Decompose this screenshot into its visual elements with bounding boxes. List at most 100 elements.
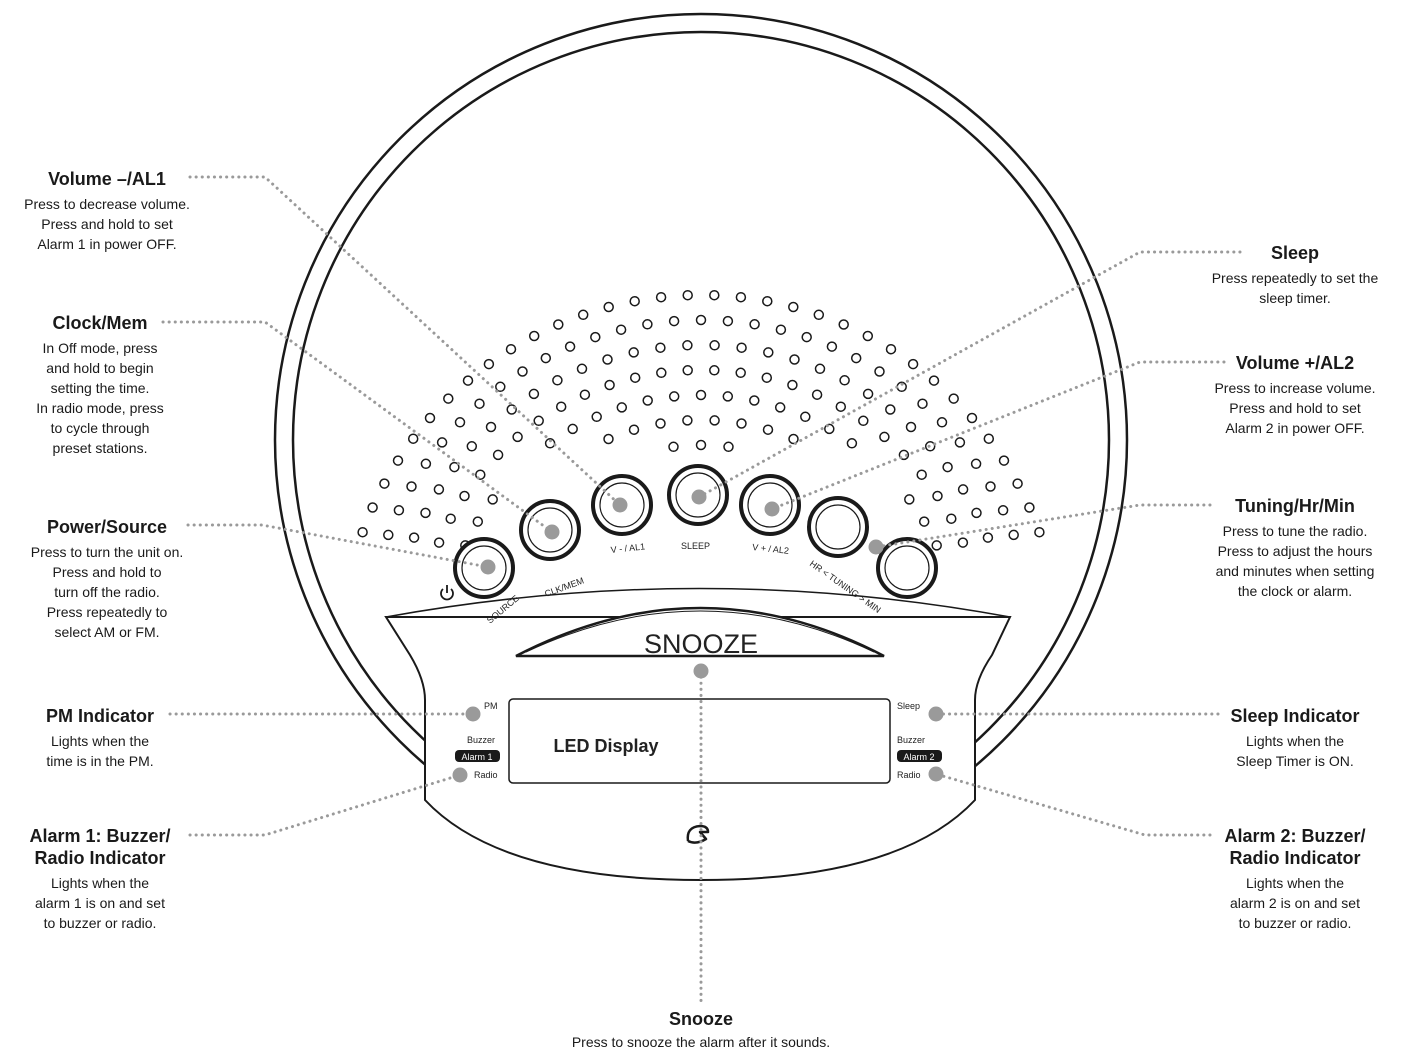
grille-hole xyxy=(826,341,838,352)
grille-hole xyxy=(642,395,653,406)
grille-hole xyxy=(517,366,528,377)
grille-hole xyxy=(723,441,734,453)
sleep-button[interactable] xyxy=(667,464,729,526)
brand-logo xyxy=(686,824,710,844)
callout-line: Press repeatedly to xyxy=(46,604,168,620)
radio-label-right: Radio xyxy=(897,770,921,780)
grille-hole xyxy=(367,502,378,513)
grille-hole xyxy=(544,438,556,449)
grille-hole xyxy=(433,484,445,495)
grille-hole xyxy=(971,507,982,519)
callout-line: preset stations. xyxy=(52,440,148,456)
leader-volume-plus xyxy=(770,360,1226,511)
callout-line: to buzzer or radio. xyxy=(1238,915,1352,931)
grille-hole xyxy=(459,490,470,502)
callout-line: Press to snooze the alarm after it sound… xyxy=(571,1034,831,1050)
radio-label-left: Radio xyxy=(474,770,498,780)
grille-hole xyxy=(907,358,919,370)
sleep-label: Sleep xyxy=(897,701,920,711)
leader-lines xyxy=(161,175,1242,1005)
grille-hole xyxy=(485,421,497,433)
grille-hole xyxy=(788,301,799,313)
grille-hole xyxy=(528,330,540,342)
grille-hole xyxy=(1008,529,1019,541)
grille-hole xyxy=(443,393,454,404)
snooze-bar[interactable] xyxy=(515,606,885,658)
grille-hole xyxy=(749,395,760,406)
grille-hole xyxy=(695,389,707,401)
callout-line: Press to tune the radio. xyxy=(1222,523,1368,539)
grille-hole xyxy=(555,401,567,412)
pointer-dot-alarm2 xyxy=(928,766,944,782)
grille-hole xyxy=(709,415,720,426)
callout-line: time is in the PM. xyxy=(46,753,154,769)
callout-title: Clock/Mem xyxy=(52,313,148,333)
tuning-right-button[interactable] xyxy=(876,537,938,599)
grille-hole xyxy=(813,309,825,321)
grille-hole xyxy=(590,331,601,343)
grille-hole xyxy=(629,372,641,383)
grille-hole xyxy=(462,375,474,386)
callout-line: Press and hold to set xyxy=(41,216,173,232)
callout-title: Sleep xyxy=(1270,243,1320,263)
grille-hole xyxy=(553,319,564,330)
grille-hole xyxy=(528,388,540,400)
grille-hole xyxy=(924,441,936,452)
pointer-dot-sleep xyxy=(691,489,707,505)
grille-hole xyxy=(552,375,563,386)
grille-hole xyxy=(628,424,640,435)
led-display xyxy=(508,698,891,784)
sleep-button-label: SLEEP xyxy=(681,541,710,551)
callout-line: Lights when the xyxy=(1245,733,1345,749)
grille-hole xyxy=(579,389,591,400)
callout-sleep: Sleep Press repeatedly to set the sleep … xyxy=(1192,242,1398,308)
snooze-bar-inner xyxy=(525,610,875,653)
grille-hole xyxy=(449,461,460,473)
grille-hole xyxy=(928,375,940,386)
grille-hole xyxy=(788,433,799,445)
grille-hole xyxy=(540,352,552,364)
callout-alarm1: Alarm 1: Buzzer/ Radio Indicator Lights … xyxy=(0,825,200,933)
callout-title: Volume +/AL2 xyxy=(1235,353,1355,373)
leader-power-source xyxy=(186,523,490,569)
grille-hole xyxy=(392,455,404,466)
grille-hole xyxy=(774,402,786,413)
grille-hole xyxy=(862,388,874,400)
callout-line: alarm 2 is on and set xyxy=(1230,895,1360,911)
grille-hole xyxy=(801,331,812,343)
grille-hole xyxy=(736,342,747,353)
grille-hole xyxy=(957,484,969,495)
callout-line: Press and hold to xyxy=(52,564,162,580)
grille-hole xyxy=(997,505,1009,516)
grille-hole xyxy=(814,363,826,375)
grille-hole xyxy=(577,309,589,321)
leader-tuning xyxy=(874,503,1212,549)
tuning-left-button[interactable] xyxy=(807,496,869,558)
grille-hole xyxy=(879,431,890,443)
grille-hole xyxy=(474,398,485,409)
grille-hole xyxy=(603,433,614,445)
pointer-dot-sleep-indicator xyxy=(928,706,944,722)
callout-line: the clock or alarm. xyxy=(1237,583,1353,599)
grille-hole xyxy=(505,343,517,355)
grille-hole xyxy=(533,415,544,427)
grille-hole xyxy=(885,343,897,355)
grille-hole xyxy=(379,478,390,489)
grille-hole xyxy=(393,505,405,516)
callout-line: turn off the radio. xyxy=(54,584,160,600)
grille-hole xyxy=(858,415,869,427)
callout-line: Press to increase volume. xyxy=(1214,380,1376,396)
callout-line: Lights when the xyxy=(1245,875,1345,891)
grille-hole xyxy=(885,404,896,415)
grille-hole xyxy=(487,494,498,505)
grille-hole xyxy=(383,529,394,541)
buzzer-label-right: Buzzer xyxy=(897,735,925,745)
alarm2-badge-label: Alarm 2 xyxy=(903,752,934,762)
grille-hole xyxy=(495,381,506,393)
grille-hole xyxy=(655,342,666,353)
grille-hole xyxy=(576,363,588,375)
grille-hole xyxy=(936,417,948,428)
grille-hole xyxy=(682,365,693,376)
grille-hole xyxy=(957,537,969,548)
grille-hole xyxy=(472,516,484,527)
